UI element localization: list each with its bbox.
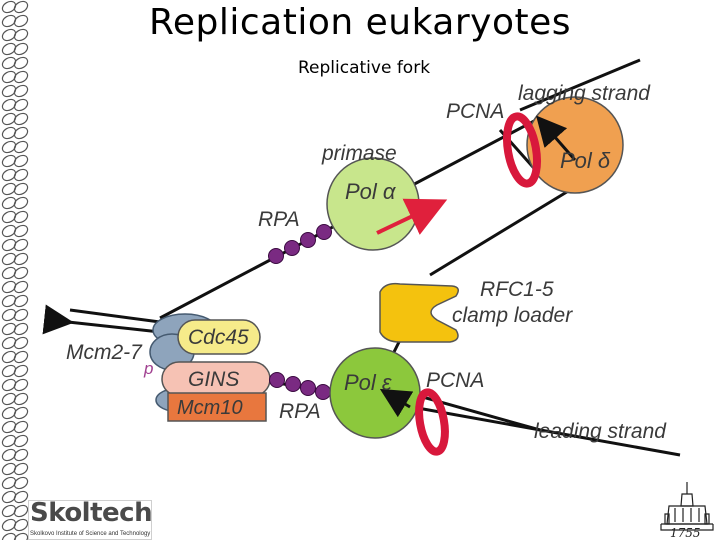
- pol-delta-arrow: [536, 115, 577, 161]
- pcna-ring-bottom: [415, 388, 449, 456]
- rpa-top-label: RPA: [258, 208, 300, 231]
- clamp-loader-shape: [379, 282, 459, 343]
- lagging-strand-label: lagging strand: [518, 82, 651, 105]
- pol-alpha-label: Pol α: [345, 179, 397, 204]
- pol-delta-label: Pol δ: [560, 148, 611, 173]
- mcm10-box: [167, 392, 267, 422]
- pcna-bottom-label: PCNA: [426, 369, 484, 392]
- pol-epsilon-label: Pol ε: [344, 370, 392, 395]
- leading-strand-label: leading strand: [534, 420, 667, 443]
- skoltech-logo: Skoltech: [30, 498, 153, 528]
- rfc-label: RFC1-5: [480, 278, 554, 301]
- mcm27-label: Mcm2-7: [66, 341, 143, 364]
- parental-strand-lower: [42, 304, 161, 335]
- mcm10-label: Mcm10: [177, 397, 243, 419]
- cdc45-box: [177, 319, 261, 355]
- pcna-ring-top: [503, 112, 541, 188]
- clamp-loader-label: clamp loader: [452, 304, 573, 327]
- slide-title: Replication eukaryotes: [148, 2, 572, 43]
- pcna-top-label: PCNA: [446, 100, 504, 123]
- lagging-template-strand-2: [519, 58, 641, 112]
- p-label: p: [143, 359, 153, 378]
- slide-subtitle: Replicative fork: [298, 58, 431, 78]
- pol-alpha-circle: [326, 157, 420, 251]
- skoltech-logo-subtitle: Skolkovo Institute of Science and Techno…: [30, 531, 151, 537]
- parental-strand-upper: [69, 308, 161, 324]
- primase-arrow: [376, 198, 448, 235]
- seal-year: 1755: [670, 526, 701, 540]
- pol-epsilon-arrow: [379, 388, 414, 418]
- gins-label: GINS: [188, 368, 239, 391]
- university-seal-icon: [660, 482, 714, 531]
- rpa-beads-bottom: [269, 372, 331, 400]
- pol-delta-circle: [526, 96, 624, 194]
- rpa-bottom-label: RPA: [279, 400, 321, 423]
- lagging-loop-strand: [429, 188, 571, 277]
- primase-label: primase: [321, 142, 397, 165]
- decorative-border: [0, 0, 30, 540]
- cdc45-label: Cdc45: [188, 326, 249, 349]
- rpa-beads-top: [268, 224, 332, 264]
